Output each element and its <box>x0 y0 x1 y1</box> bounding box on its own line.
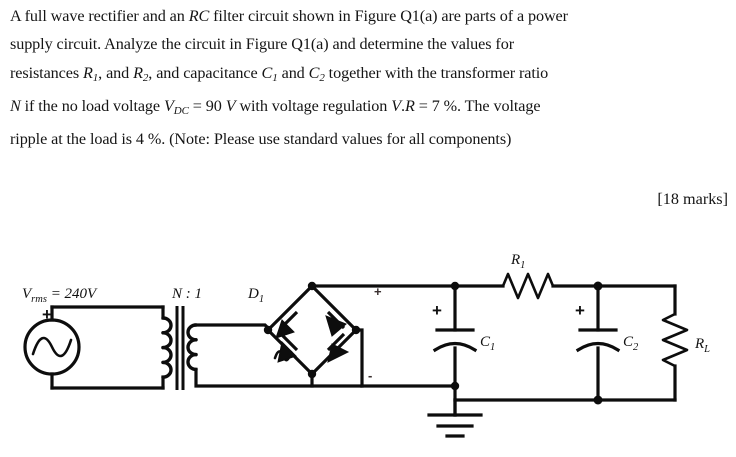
question-line-5: ripple at the load is 4 %. (Note: Please… <box>10 130 512 149</box>
c1-polarity-plus: + <box>432 301 442 320</box>
diode-upper-right-icon <box>325 310 347 337</box>
diode-label: D1 <box>247 286 264 305</box>
r1-label: R1 <box>510 252 525 271</box>
question-line-3: resistances R1, and R2, and capacitance … <box>10 63 549 84</box>
secondary-bottom-wire <box>194 367 362 388</box>
question-line-4: N if the no load voltage VDC = 90 V with… <box>10 96 541 118</box>
diode-lower-left-icon <box>277 332 299 363</box>
transformer-secondary-coil <box>186 323 198 372</box>
rl-zigzag <box>661 312 689 368</box>
source-plus-sign: + <box>42 305 52 324</box>
bridge-node-left <box>263 325 273 335</box>
source-label: Vrms = 240V <box>22 286 98 305</box>
load-resistor-rl: RL <box>596 284 710 402</box>
c1-bottom-plate-curved <box>432 341 478 353</box>
capacitor-c1: + C1 <box>432 281 495 391</box>
secondary-top-wire <box>194 323 273 333</box>
transformer-primary-coil <box>161 316 173 379</box>
marks-label: [18 marks] <box>657 190 728 208</box>
negative-output-drop <box>354 328 364 388</box>
diode-lower-right-icon <box>326 332 350 363</box>
sine-wave-icon <box>31 336 73 358</box>
transformer-core <box>175 306 185 390</box>
c2-node-bottom <box>593 395 603 405</box>
circuit-svg: Vrms = 240V N : 1 D1 + <box>22 252 710 438</box>
c2-polarity-plus: + <box>575 301 585 320</box>
rl-label: RL <box>694 336 710 355</box>
bridge-output-minus-sign: - <box>368 368 372 383</box>
bridge-rectifier <box>263 281 361 379</box>
bridge-output-plus-sign: + <box>374 284 382 299</box>
question-text-block: A full wave rectifier and an RC filter c… <box>10 2 728 154</box>
question-line-1: A full wave rectifier and an RC filter c… <box>10 7 568 25</box>
r1-zigzag <box>501 272 555 300</box>
resistor-r1: R1 <box>453 252 600 300</box>
bridge-leg-upper-right <box>309 283 359 333</box>
question-line-2: supply circuit. Analyze the circuit in F… <box>10 35 514 54</box>
c2-label: C2 <box>623 334 639 353</box>
circuit-diagram: Vrms = 240V N : 1 D1 + <box>0 240 736 457</box>
c1-label: C1 <box>480 334 495 353</box>
capacitor-c2: + C2 <box>575 281 639 405</box>
c2-bottom-plate-curved <box>575 341 621 353</box>
turns-ratio-label: N : 1 <box>171 286 202 302</box>
bridge-leg-upper-left <box>265 283 315 333</box>
ac-source-group: + <box>23 305 81 390</box>
diode-upper-left-icon <box>275 310 299 339</box>
